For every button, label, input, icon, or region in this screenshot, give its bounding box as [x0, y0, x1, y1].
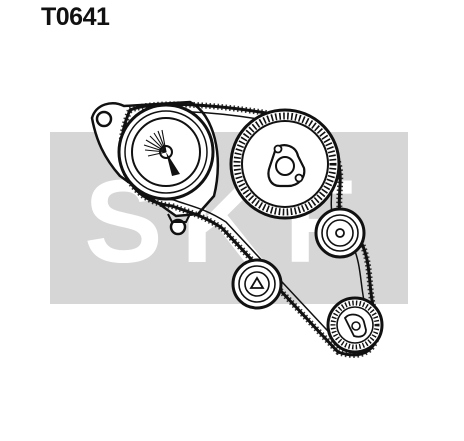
camshaft-sprocket: [229, 108, 341, 220]
bracket-bolt-bottom: [169, 218, 187, 236]
tensioner-pulley: [117, 103, 215, 201]
idler-right-hub: [335, 228, 345, 238]
belt-teeth: [118, 101, 381, 358]
part-number-label: T0641: [41, 3, 110, 31]
idler-pulley-lower: [231, 258, 283, 310]
idler-lower-hub: [249, 276, 265, 289]
camshaft-bolt: [275, 156, 295, 176]
crankshaft-sprocket: [326, 296, 384, 354]
idler-pulley-right: [314, 207, 366, 259]
bracket-bolt-top: [95, 110, 113, 128]
tensioner-spring: [143, 129, 167, 157]
tensioner-pointer: [166, 152, 180, 176]
crankshaft-bolt: [351, 321, 361, 331]
